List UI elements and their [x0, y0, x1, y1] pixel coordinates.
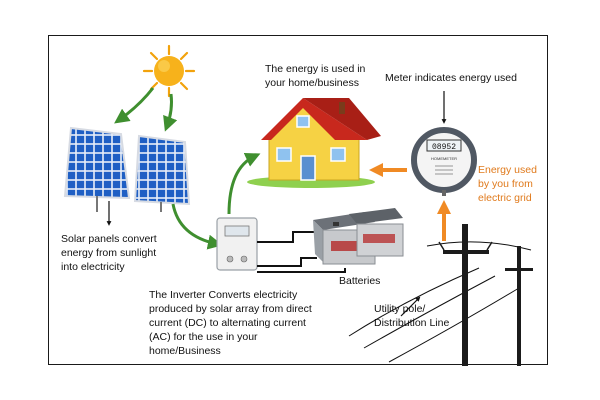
sun-to-panel-arrow — [114, 87, 155, 124]
diagram-artwork: 08952 HOMEMETER — [63, 44, 533, 366]
grid-energy-line: by you from — [478, 178, 533, 190]
inverter-battery-wire — [257, 268, 346, 273]
panels-label-line: energy from sunlight — [61, 247, 157, 259]
solar-panel-icon — [63, 126, 191, 212]
grid-energy-line: Energy used — [478, 164, 537, 176]
sun-icon — [142, 44, 196, 98]
panels-label-line: into electricity — [61, 261, 125, 273]
inverter-label-line: produced by solar array from direct — [149, 303, 312, 315]
grid-energy-line: electric grid — [478, 192, 532, 204]
house-label-line: your home/business — [265, 77, 359, 89]
inverter-label-line: current (DC) to alternating current — [149, 317, 306, 329]
panels-label: Solar panels convert energy from sunligh… — [61, 232, 157, 274]
batteries-label: Batteries — [339, 275, 381, 287]
inverter-label-line: The Inverter Converts electricity — [149, 289, 298, 301]
battery-icon — [313, 208, 404, 265]
utility-pole-icon — [348, 224, 533, 366]
inverter-battery-wire — [257, 257, 317, 267]
diagram-frame: 08952 HOMEMETER — [48, 35, 548, 366]
house-label: The energy is used in your home/business — [265, 62, 365, 90]
sun-to-panel-arrow — [163, 93, 178, 132]
inverter-label-line: (AC) for the use in your — [149, 331, 258, 343]
inverter-icon — [216, 217, 258, 271]
utility-label-arrow — [400, 296, 421, 317]
meter-label: Meter indicates energy used — [385, 72, 517, 84]
utility-label-line: Utility pole/ — [374, 303, 426, 315]
panels-label-line: Solar panels convert — [61, 233, 157, 245]
house-label-line: The energy is used in — [265, 63, 366, 75]
inverter-label: The Inverter Converts electricity produc… — [149, 288, 312, 358]
utility-label: Utility pole/ Distribution Line — [374, 302, 449, 330]
meter-brand: HOMEMETER — [431, 156, 457, 161]
inverter-battery-wire — [257, 231, 317, 243]
inverter-to-house-arrow — [227, 152, 261, 215]
inverter-label-line: home/Business — [149, 345, 221, 357]
house-icon — [247, 98, 381, 188]
utility-label-line: Distribution Line — [374, 317, 450, 329]
panel-to-inverter-arrow — [171, 203, 223, 250]
meter-reading: 08952 — [432, 143, 456, 152]
meter-icon: 08952 HOMEMETER — [411, 127, 477, 196]
grid-energy-label: Energy used by you from electric grid — [478, 163, 537, 205]
